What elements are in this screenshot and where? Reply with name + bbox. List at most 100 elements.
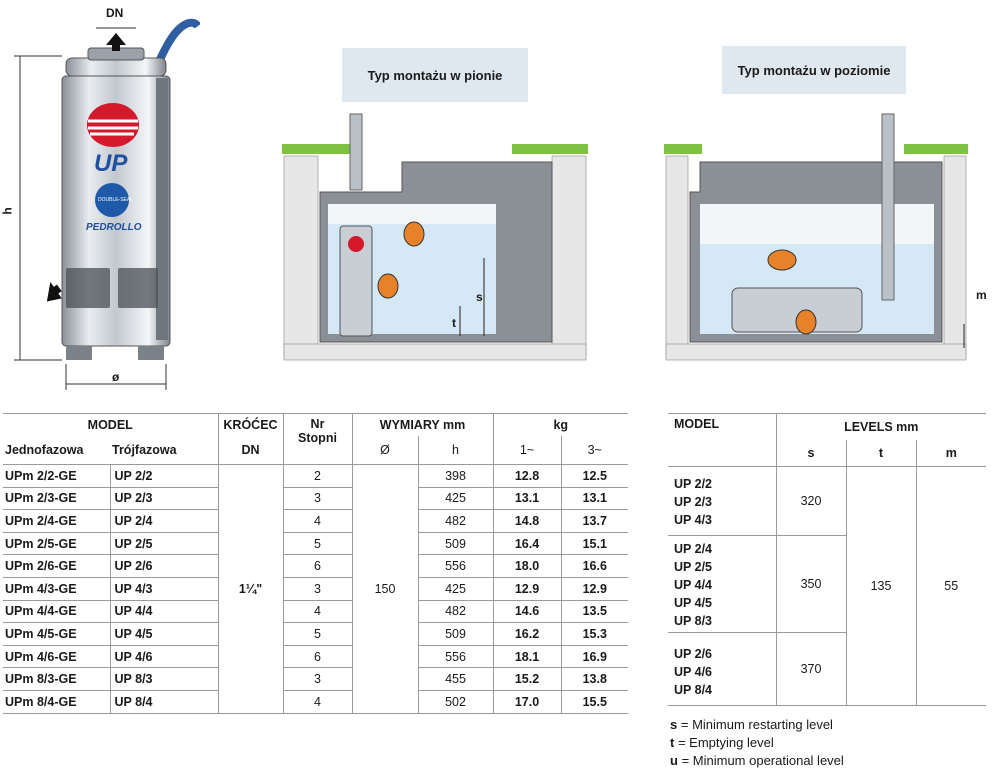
table-row: UPm 8/3-GE UP 8/3 3 455 15.2 13.8 <box>3 667 628 691</box>
cell-trojfazowa: UP 2/5 <box>109 532 218 556</box>
cell-kg3: 13.5 <box>560 600 628 624</box>
cell-h: 556 <box>417 554 493 578</box>
h-label: h <box>0 207 15 215</box>
cell-jednofazowa: UPm 4/6-GE <box>3 645 110 669</box>
levels-header-levels: LEVELS mm <box>775 413 986 440</box>
outlet-up-arrow-icon <box>106 33 126 51</box>
table-row: UPm 2/2-GE UP 2/2 1¼" 2 150 398 12.8 12.… <box>3 464 628 714</box>
levels-group-row: UP 2/2 UP 2/3 UP 4/3 320 135 55 <box>668 466 986 706</box>
levels-s-value: 350 <box>775 535 846 633</box>
levels-m-value: 55 <box>915 466 986 706</box>
intake-grille <box>66 268 158 308</box>
table-row: UPm 8/4-GE UP 8/4 4 502 17.0 15.5 <box>3 690 628 714</box>
table-row: UPm 4/4-GE UP 4/4 4 482 14.6 13.5 <box>3 600 628 624</box>
grass-left <box>282 144 358 154</box>
table-row: UPm 4/3-GE UP 4/3 3 425 12.9 12.9 <box>3 577 628 601</box>
levels-model: UP 2/2 <box>674 477 712 491</box>
float-switch-upper <box>767 249 797 271</box>
cell-krocec: 1¼" <box>217 464 283 714</box>
legend-text: = Minimum operational level <box>681 753 844 768</box>
cell-trojfazowa: UP 8/3 <box>109 667 218 691</box>
pump-cable-guard <box>156 78 168 340</box>
cell-h: 398 <box>417 464 493 488</box>
cell-jednofazowa: UPm 2/4-GE <box>3 509 110 533</box>
legend-text: = Minimum restarting level <box>680 717 833 732</box>
discharge-pipe <box>881 113 895 301</box>
grass-right <box>904 144 968 154</box>
cell-kg1: 14.6 <box>492 600 561 624</box>
header-krocec: KRÓĆEC <box>217 413 283 436</box>
pump-foot-right <box>138 346 164 360</box>
legend-key: u <box>670 753 678 768</box>
pump-illustration <box>14 18 200 390</box>
cell-h: 455 <box>417 667 493 691</box>
cell-h: 556 <box>417 645 493 669</box>
double-seal-badge <box>95 183 129 217</box>
levels-model: UP 8/3 <box>674 614 712 628</box>
levels-s-value: 370 <box>775 632 846 706</box>
cell-jednofazowa: UPm 4/3-GE <box>3 577 110 601</box>
table-row: UPm 4/5-GE UP 4/5 5 509 16.2 15.3 <box>3 622 628 646</box>
levels-t-value: 135 <box>845 466 916 706</box>
cell-kg3: 15.5 <box>560 690 628 714</box>
levels-models-cell: UP 2/4 UP 2/5 UP 4/4 UP 4/5 UP 8/3 <box>668 536 776 633</box>
pedrollo-wave-logo <box>87 103 139 147</box>
horizontal-install-diagram <box>664 113 968 361</box>
grass-right <box>512 144 588 154</box>
cell-trojfazowa: UP 2/3 <box>109 487 218 511</box>
cell-jednofazowa: UPm 8/4-GE <box>3 690 110 714</box>
pump-badge-text: DOUBLE-SEAL <box>98 197 134 203</box>
s-diagram-label: s <box>476 290 483 304</box>
levels-model: UP 2/5 <box>674 560 712 574</box>
levels-model: UP 4/6 <box>674 665 712 679</box>
cell-jednofazowa: UPm 2/6-GE <box>3 554 110 578</box>
legend-key: t <box>670 735 675 750</box>
pump-logo-text: UP <box>94 150 128 177</box>
header-diameter: Ø <box>351 436 418 465</box>
levels-model: UP 8/4 <box>674 683 712 697</box>
header-jednofazowa: Jednofazowa <box>5 443 84 457</box>
cell-stopni: 5 <box>282 622 352 646</box>
cell-kg3: 13.7 <box>560 509 628 533</box>
horizontal-pump <box>731 287 863 333</box>
header-phase1: 1~ <box>492 436 561 465</box>
grass-left <box>664 144 702 154</box>
cell-diameter: 150 <box>351 464 418 714</box>
pump-foot-left <box>66 346 92 360</box>
cell-stopni: 3 <box>282 487 352 511</box>
cell-kg3: 15.1 <box>560 532 628 556</box>
intake-arrow-icon <box>46 282 62 302</box>
header-nr: Nr <box>310 417 325 431</box>
cell-jednofazowa: UPm 8/3-GE <box>3 667 110 691</box>
table-row: UPm 2/3-GE UP 2/3 3 425 13.1 13.1 <box>3 487 628 511</box>
levels-model: UP 4/4 <box>674 578 712 592</box>
cell-kg1: 16.2 <box>492 622 561 646</box>
float-switch-lower <box>377 273 399 299</box>
m-diagram-label: m <box>976 288 987 302</box>
levels-models-cell: UP 2/2 UP 2/3 UP 4/3 <box>668 467 776 536</box>
gravel <box>665 155 967 361</box>
cell-jednofazowa: UPm 4/4-GE <box>3 600 110 624</box>
cell-kg1: 12.8 <box>492 464 561 488</box>
cell-kg1: 16.4 <box>492 532 561 556</box>
header-h: h <box>417 436 493 465</box>
header-phase3: 3~ <box>560 436 628 465</box>
cell-stopni: 5 <box>282 532 352 556</box>
gravel <box>283 155 587 361</box>
table-row: UPm 2/6-GE UP 2/6 6 556 18.0 16.6 <box>3 554 628 578</box>
legend-item-t: t = Emptying level <box>670 734 844 752</box>
cell-stopni: 4 <box>282 690 352 714</box>
cell-kg3: 15.3 <box>560 622 628 646</box>
levels-model: UP 2/4 <box>674 542 712 556</box>
cell-stopni: 3 <box>282 667 352 691</box>
header-trojfazowa: Trójfazowa <box>112 443 177 457</box>
cell-jednofazowa: UPm 2/3-GE <box>3 487 110 511</box>
pump-top-cap <box>65 57 167 77</box>
spec-table-body: UPm 2/2-GE UP 2/2 1¼" 2 150 398 12.8 12.… <box>3 464 628 714</box>
levels-model: UP 4/3 <box>674 513 712 527</box>
cell-stopni: 4 <box>282 600 352 624</box>
cell-kg1: 18.0 <box>492 554 561 578</box>
cell-stopni: 6 <box>282 554 352 578</box>
cell-kg3: 13.1 <box>560 487 628 511</box>
cell-h: 482 <box>417 600 493 624</box>
